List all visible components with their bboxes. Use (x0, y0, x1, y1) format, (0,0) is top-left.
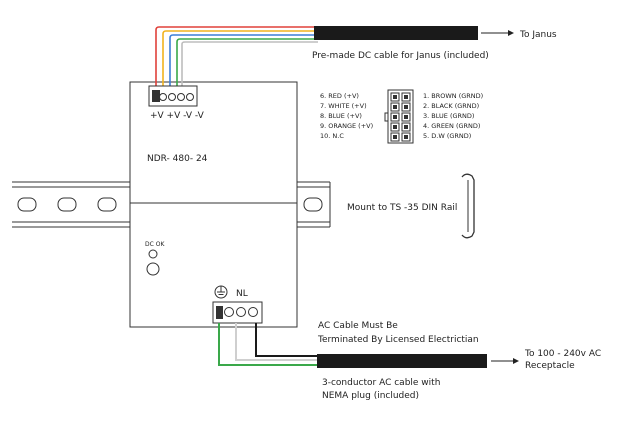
dc-terminal-label: +V +V -V -V (150, 111, 205, 121)
ac-note-1: AC Cable Must Be (318, 321, 398, 331)
to-janus-label: To Janus (519, 30, 557, 40)
connector-pin-contact (393, 105, 397, 109)
receptacle-label-2: Receptacle (525, 361, 575, 371)
dc-ok-label: DC OK (145, 241, 165, 248)
dc-wires (155, 26, 318, 86)
connector-pin-contact (404, 115, 408, 119)
din-rail-profile (461, 173, 475, 239)
connector-pin-contact (404, 135, 408, 139)
connector-pin-contact (393, 125, 397, 129)
dc-terminal-block (148, 85, 198, 107)
connector-pin-contact (393, 135, 397, 139)
connector-pin-contact (393, 115, 397, 119)
pinout-entry: 1. BROWN (GRND) (423, 92, 483, 100)
ac-note-2: Terminated By Licensed Electrictian (317, 335, 479, 345)
pinout-entry: 5. D.W (GRND) (423, 132, 471, 140)
receptacle-label-1: To 100 - 240v AC (524, 349, 601, 359)
mount-label: Mount to TS -35 DIN Rail (347, 203, 457, 213)
connector-pin-contact (404, 105, 408, 109)
pinout-entry: 7. WHITE (+V) (320, 102, 367, 110)
pinout-right: 1. BROWN (GRND) 2. BLACK (GRND) 3. BLUE (G… (423, 92, 483, 140)
ground-icon (214, 285, 228, 299)
pinout-entry: 2. BLACK (GRND) (423, 102, 479, 110)
pinout-entry: 6. RED (+V) (320, 92, 359, 100)
power-supply-body (129, 81, 298, 328)
pinout-left: 6. RED (+V) 7. WHITE (+V) 8. BLUE (+V) 9. O… (320, 92, 373, 140)
pinout-entry: 10. N.C (320, 132, 344, 140)
connector-pinout (384, 89, 414, 144)
ac-wires (218, 323, 320, 366)
pinout-entry: 9. ORANGE (+V) (320, 122, 373, 130)
pinout-entry: 8. BLUE (+V) (320, 112, 362, 120)
dc-ok-led (148, 249, 158, 259)
ac-cable (317, 354, 487, 368)
connector-pin-contact (393, 95, 397, 99)
dc-cable-label: Pre-made DC cable for Janus (included) (312, 51, 489, 61)
model-label: NDR- 480- 24 (147, 154, 208, 164)
ac-cable-label-1: 3-conductor AC cable with (322, 378, 440, 388)
ac-cable-label-2: NEMA plug (included) (322, 391, 419, 401)
connector-pin-contact (404, 125, 408, 129)
ac-terminal-block (212, 301, 263, 324)
receptacle-arrow (491, 358, 519, 364)
nl-label: NL (236, 289, 248, 299)
to-janus-arrow (481, 30, 514, 36)
pinout-entry: 3. BLUE (GRND) (423, 112, 474, 120)
adjust-knob (146, 262, 160, 276)
pinout-entry: 4. GREEN (GRND) (423, 122, 480, 130)
connector-pin-contact (404, 95, 408, 99)
dc-cable (314, 26, 478, 40)
